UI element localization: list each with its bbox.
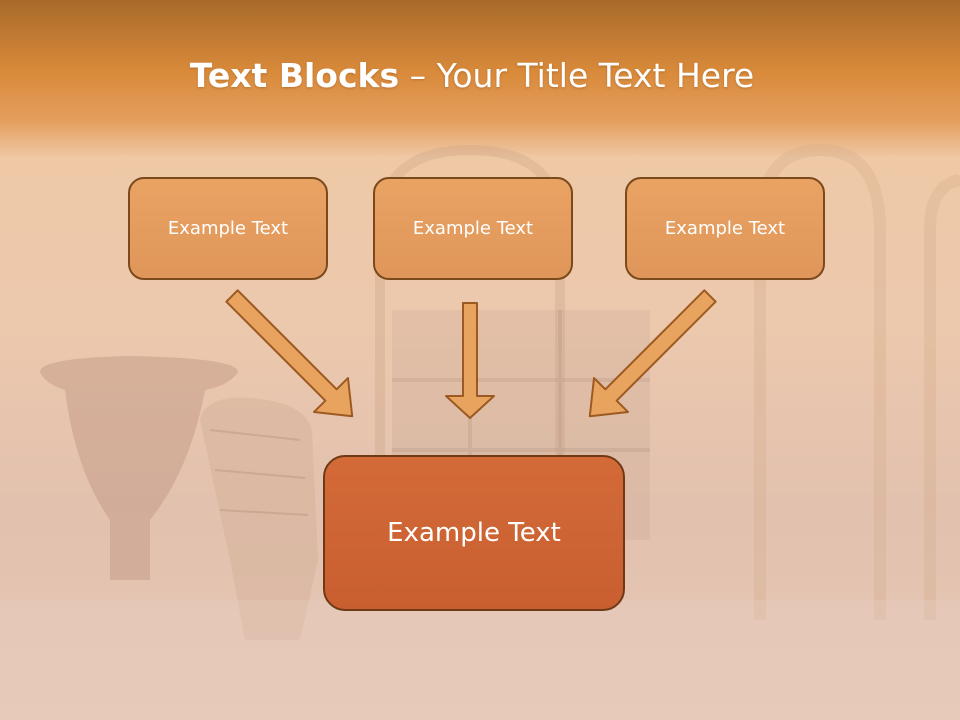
main-text-block-label: Example Text (387, 518, 561, 548)
title-bold-part: Text Blocks (189, 56, 400, 95)
text-block-3[interactable]: Example Text (625, 177, 825, 280)
slide-title: Text Blocks – Your Title Text Here (0, 56, 944, 96)
right-arch-2 (924, 174, 960, 620)
text-block-2-label: Example Text (412, 218, 534, 239)
armchair-silhouette (200, 397, 318, 640)
text-block-3-label: Example Text (664, 218, 786, 239)
text-block-2[interactable]: Example Text (373, 177, 573, 280)
main-text-block[interactable]: Example Text (323, 455, 625, 611)
text-block-1-label: Example Text (167, 218, 289, 239)
urn-silhouette (40, 356, 238, 580)
text-block-1[interactable]: Example Text (128, 177, 328, 280)
title-rest-part: – Your Title Text Here (399, 56, 755, 95)
